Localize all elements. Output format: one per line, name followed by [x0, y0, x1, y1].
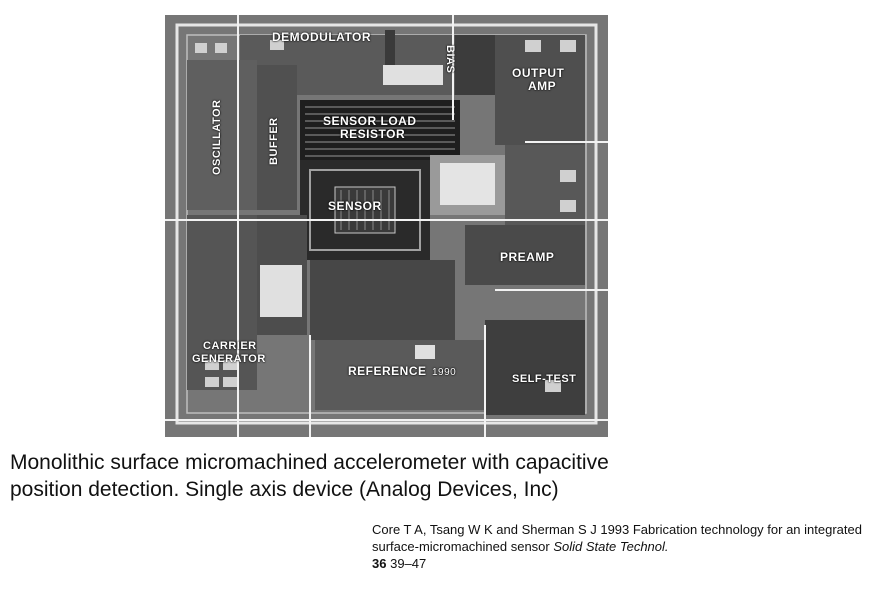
chip-layout-drawing: [165, 15, 608, 437]
figure-caption: Monolithic surface micromachined acceler…: [10, 449, 730, 503]
citation: Core T A, Tsang W K and Sherman S J 1993…: [372, 521, 872, 572]
label-sensor: SENSOR: [328, 199, 382, 213]
label-output-amp-1: OUTPUT: [512, 66, 565, 80]
label-demodulator: DEMODULATOR: [272, 30, 372, 44]
citation-journal: Solid State Technol.: [553, 539, 669, 554]
label-self-test: SELF-TEST: [512, 373, 577, 385]
label-sensor-load-2: RESISTOR: [340, 127, 406, 141]
caption-line-2: position detection. Single axis device (…: [10, 478, 559, 501]
label-preamp: PREAMP: [500, 250, 555, 264]
label-carrier-2: GENERATOR: [192, 353, 266, 365]
label-reference: REFERENCE: [348, 364, 427, 378]
label-year-mark: 1990: [432, 367, 457, 378]
label-buffer: BUFFER: [268, 117, 280, 165]
label-oscillator: OSCILLATOR: [211, 99, 223, 175]
caption-line-1: Monolithic surface micromachined acceler…: [10, 451, 609, 474]
citation-volume: 36: [372, 556, 387, 571]
chip-micrograph: DEMODULATOR BIAS OUTPUT AMP SENSOR LOAD …: [165, 15, 608, 437]
citation-pages: 39–47: [390, 556, 427, 571]
label-sensor-load-1: SENSOR LOAD: [323, 114, 417, 128]
label-output-amp-2: AMP: [528, 79, 557, 93]
label-carrier-1: CARRIER: [203, 340, 257, 352]
label-bias: BIAS: [444, 45, 456, 74]
citation-authors-title: Core T A, Tsang W K and Sherman S J 1993…: [372, 522, 862, 554]
